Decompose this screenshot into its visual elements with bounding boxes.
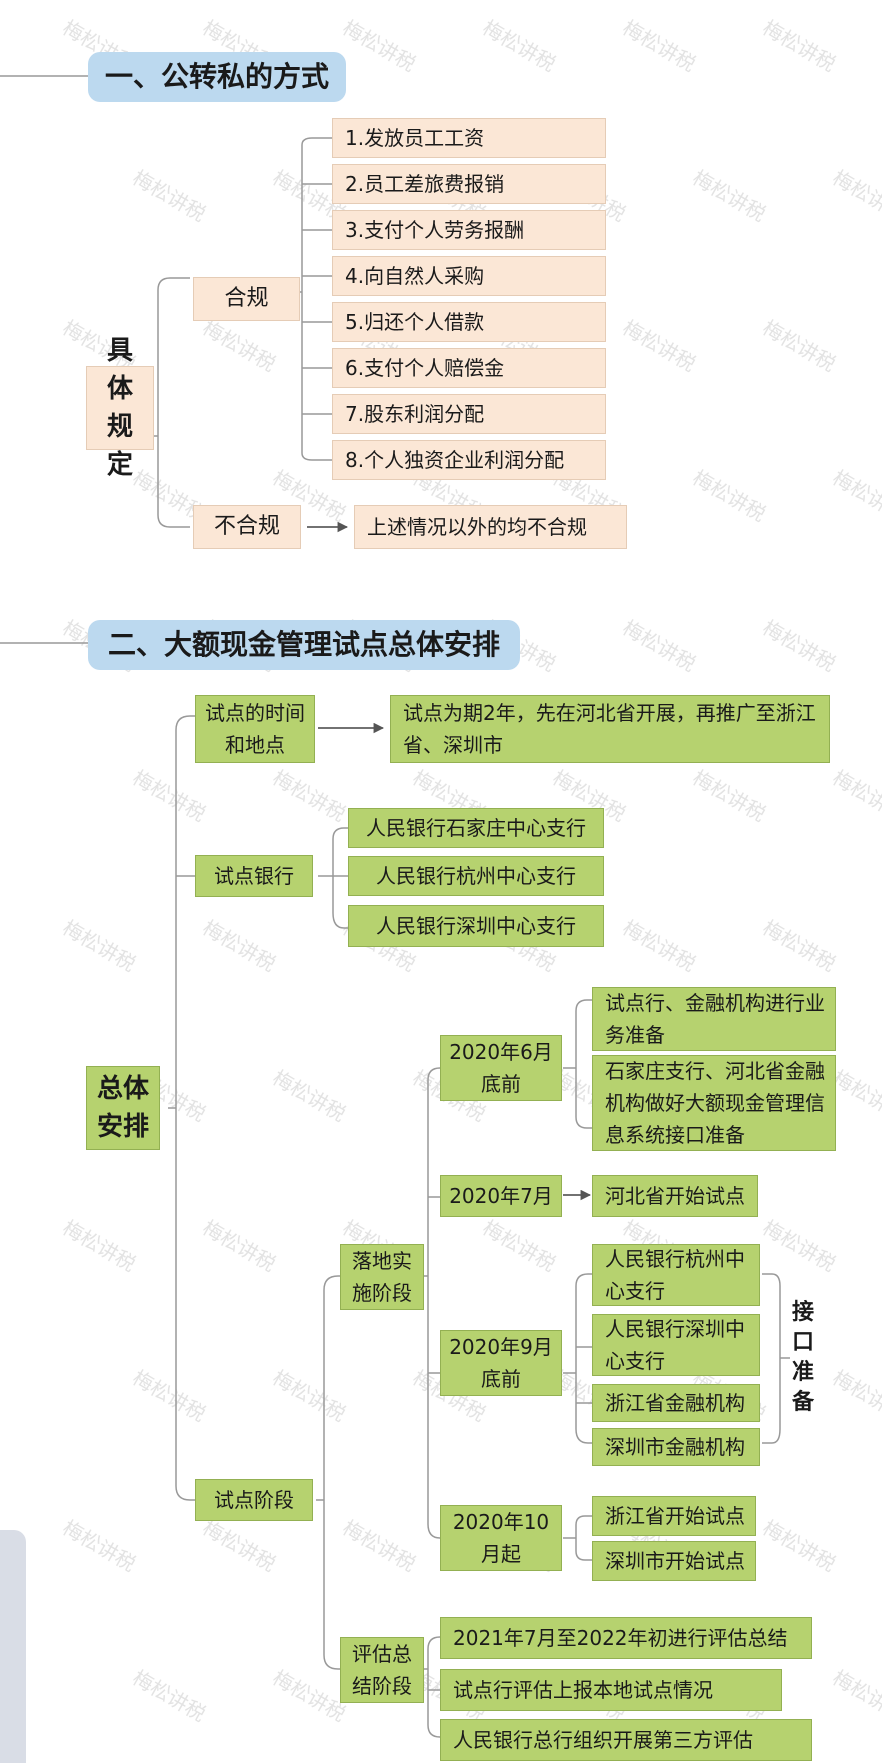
bank-3: 人民银行深圳中心支行: [348, 905, 604, 947]
compliant-item-1: 1.发放员工工资: [332, 118, 606, 158]
compliant-item-6: 6.支付个人赔偿金: [332, 348, 606, 388]
section1-title: 一、公转私的方式: [88, 52, 346, 102]
compliant-item-3: 3.支付个人劳务报酬: [332, 210, 606, 250]
compliant-node: 合规: [193, 277, 300, 321]
phase4-item-2: 深圳市开始试点: [592, 1541, 756, 1581]
time-place-node: 试点的时间和地点: [195, 695, 315, 763]
bank-2: 人民银行杭州中心支行: [348, 856, 604, 896]
phase3-note: 接口准备: [791, 1300, 814, 1415]
compliant-item-8: 8.个人独资企业利润分配: [332, 440, 606, 480]
side-tab: [0, 1530, 26, 1763]
compliant-item-2: 2.员工差旅费报销: [332, 164, 606, 204]
compliant-item-5: 5.归还个人借款: [332, 302, 606, 342]
section2-title: 二、大额现金管理试点总体安排: [88, 620, 520, 670]
banks-node: 试点银行: [195, 855, 313, 897]
bank-1: 人民银行石家庄中心支行: [348, 808, 604, 848]
eval-item-2: 试点行评估上报本地试点情况: [440, 1669, 782, 1711]
eval-item-1: 2021年7月至2022年初进行评估总结: [440, 1617, 812, 1659]
phase1-date: 2020年6月底前: [440, 1035, 562, 1101]
phase1-item-2: 石家庄支行、河北省金融机构做好大额现金管理信息系统接口准备: [592, 1055, 836, 1151]
phase2-item: 河北省开始试点: [592, 1175, 758, 1217]
phase3-item-2: 人民银行深圳中心支行: [592, 1314, 760, 1376]
noncompliant-node: 不合规: [193, 505, 301, 549]
phase4-item-1: 浙江省开始试点: [592, 1496, 756, 1536]
phase3-item-3: 浙江省金融机构: [592, 1384, 760, 1422]
eval-item-3: 人民银行总行组织开展第三方评估: [440, 1719, 812, 1761]
noncompliant-note: 上述情况以外的均不合规: [354, 505, 627, 549]
phase2-date: 2020年7月: [440, 1175, 562, 1217]
phase3-date: 2020年9月底前: [440, 1330, 562, 1396]
phase3-item-4: 深圳市金融机构: [592, 1428, 760, 1466]
time-place-note: 试点为期2年，先在河北省开展，再推广至浙江省、深圳市: [390, 695, 830, 763]
section1-root: 具体规定: [86, 336, 154, 480]
compliant-item-4: 4.向自然人采购: [332, 256, 606, 296]
eval-stage-node: 评估总结阶段: [340, 1637, 424, 1703]
impl-stage-node: 落地实施阶段: [340, 1244, 424, 1310]
section2-root: 总体安排: [86, 1066, 160, 1150]
phase1-item-1: 试点行、金融机构进行业务准备: [592, 987, 836, 1051]
phase4-date: 2020年10月起: [440, 1505, 562, 1571]
stage-node: 试点阶段: [195, 1479, 313, 1521]
phase3-item-1: 人民银行杭州中心支行: [592, 1244, 760, 1306]
compliant-item-7: 7.股东利润分配: [332, 394, 606, 434]
